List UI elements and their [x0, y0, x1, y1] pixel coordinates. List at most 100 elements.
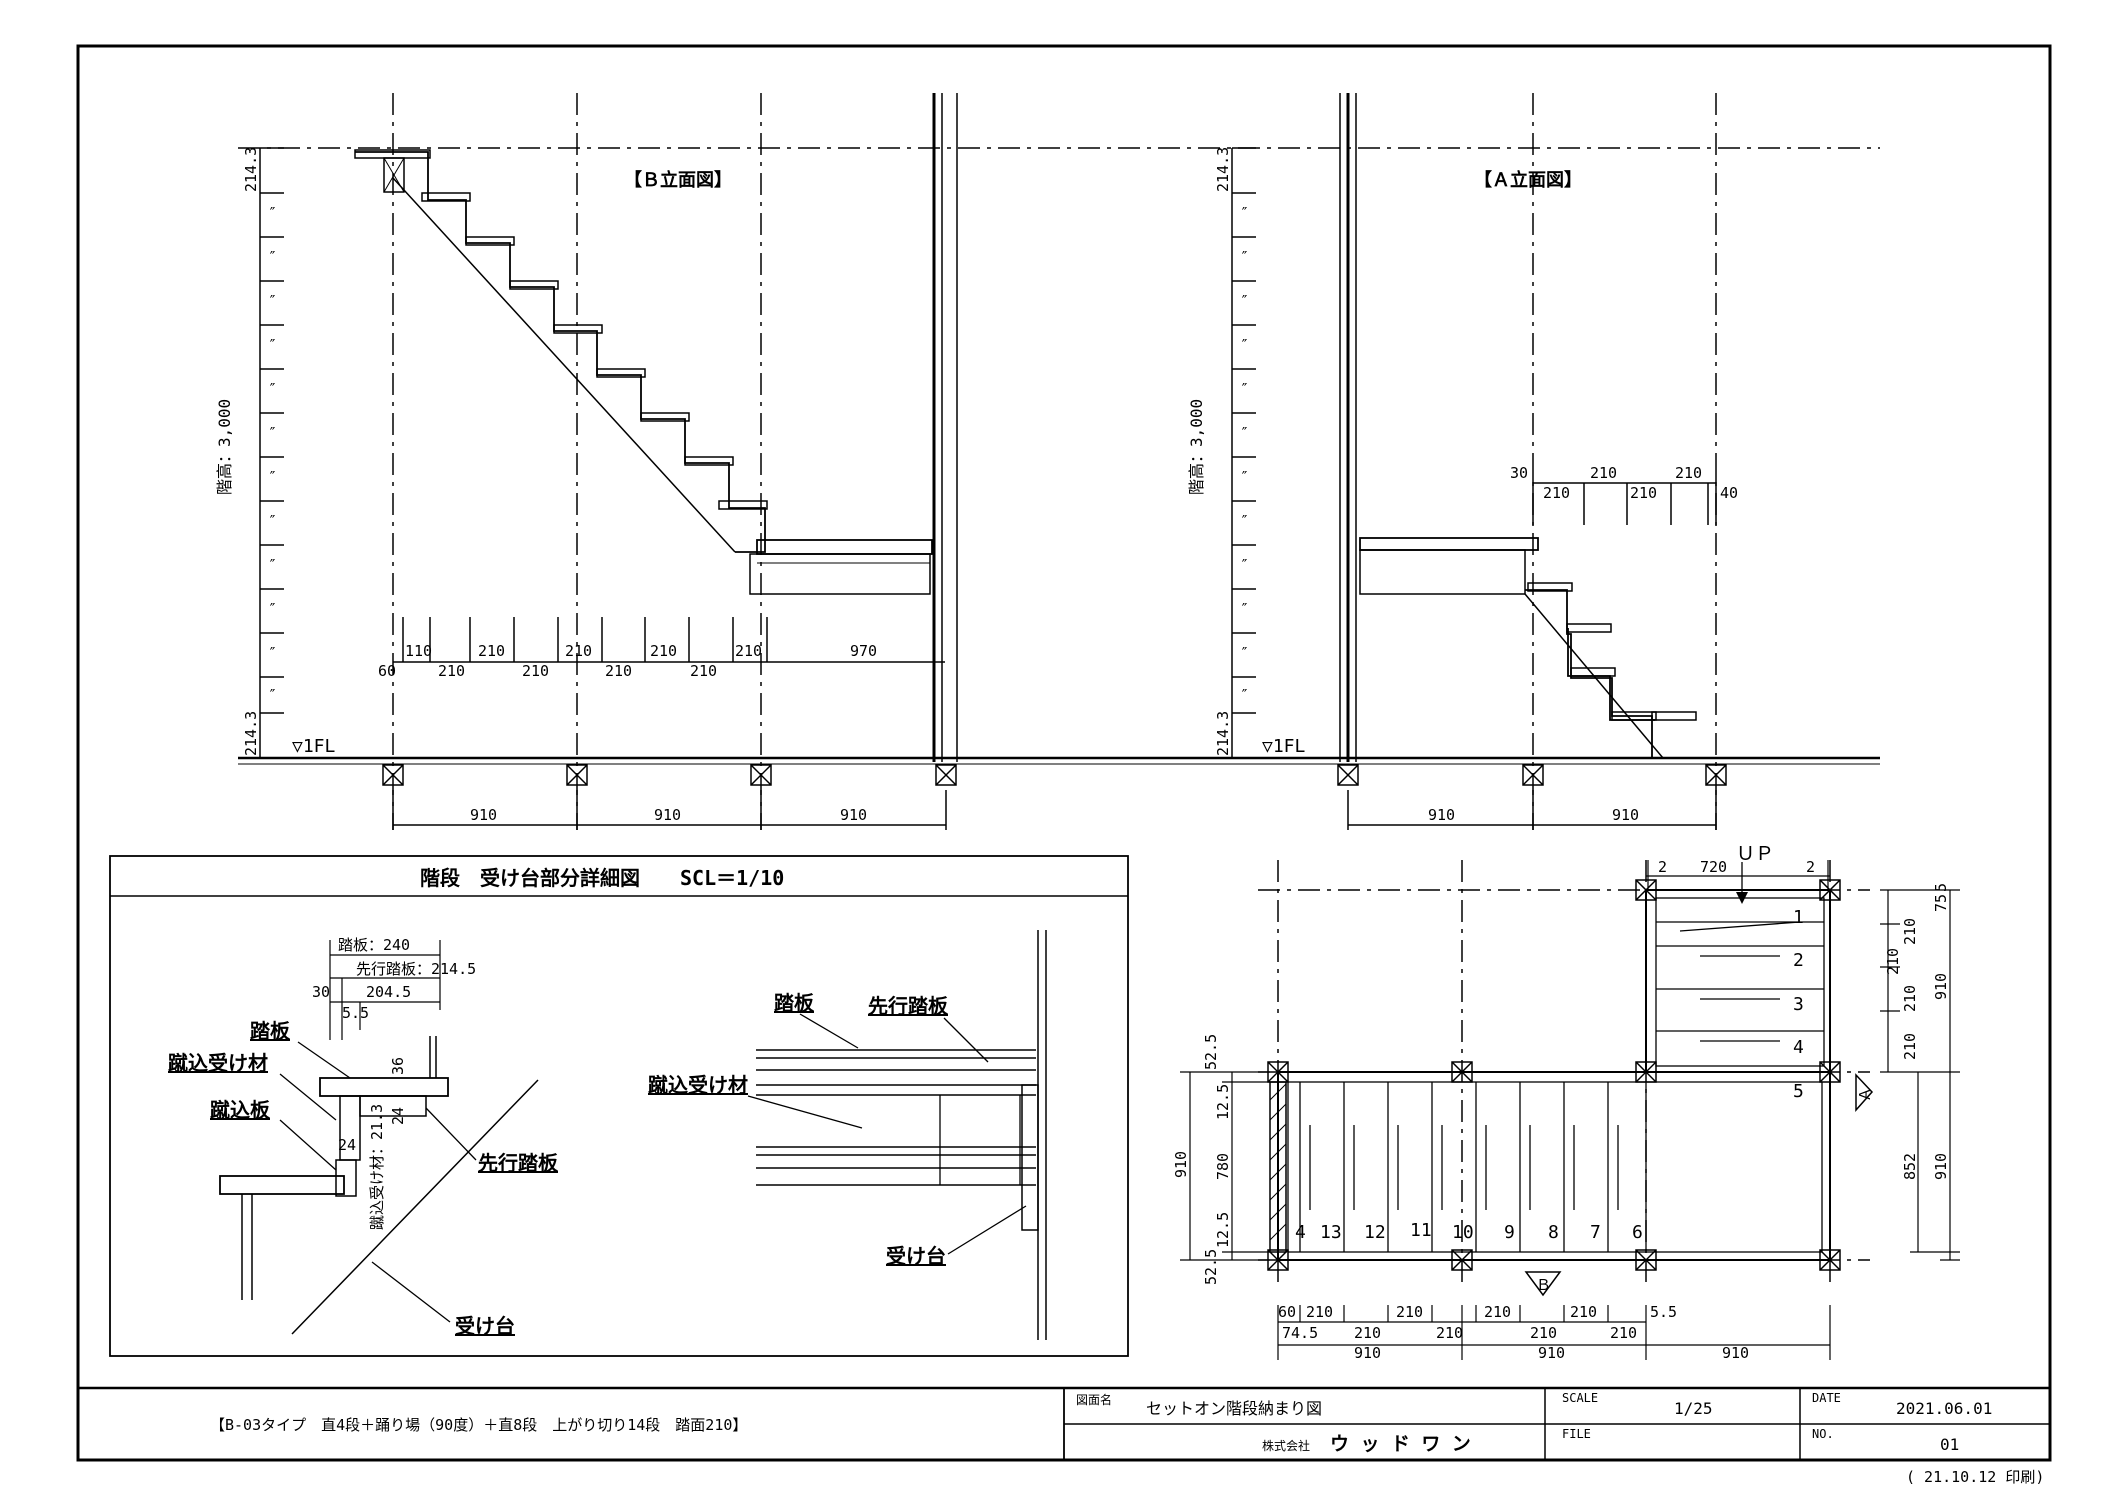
svg-text:210: 210: [522, 662, 549, 680]
stair-steps: [1525, 589, 1676, 759]
svg-text:″: ″: [1240, 600, 1249, 618]
svg-text:210: 210: [690, 662, 717, 680]
dim-24a: 24: [389, 1107, 407, 1125]
up-label: ＵＰ: [1736, 843, 1774, 865]
svg-text:″: ″: [1240, 512, 1249, 530]
height-label: 階高：3,000: [215, 399, 234, 495]
height-ticks: [260, 147, 284, 759]
label-riser: 蹴込板: [210, 1098, 271, 1122]
label-lead-tread: 先行踏板: [478, 1151, 559, 1175]
svg-text:970: 970: [850, 642, 877, 660]
height-dim-bottom: 214.3: [1214, 711, 1232, 756]
svg-text:910: 910: [1932, 973, 1950, 1000]
section-marker-a: [1855, 1073, 1874, 1112]
svg-text:″: ″: [268, 336, 277, 354]
svg-text:210: 210: [1396, 1303, 1423, 1321]
svg-text:″: ″: [268, 512, 277, 530]
svg-text:210: 210: [1884, 948, 1902, 975]
svg-text:910: 910: [1428, 806, 1455, 824]
svg-text:12: 12: [1364, 1222, 1386, 1243]
svg-text:910: 910: [1354, 1344, 1381, 1362]
svg-text:910: 910: [470, 806, 497, 824]
landing-beam: [1359, 549, 1526, 595]
svg-text:210: 210: [735, 642, 762, 660]
height-dim-bottom: 214.3: [242, 711, 260, 756]
svg-text:11: 11: [1410, 1220, 1432, 1241]
svg-text:210: 210: [565, 642, 592, 660]
svg-text:″: ″: [268, 600, 277, 618]
b-elevation-title: 【Ｂ立面図】: [624, 169, 732, 191]
tread-board: [319, 1077, 449, 1097]
label-support-2: 受け台: [886, 1244, 946, 1268]
svg-text:210: 210: [650, 642, 677, 660]
stringer: [392, 177, 736, 553]
stair-steps: [355, 151, 766, 553]
landing-top-dims: 30 210 210 210 210 40: [1510, 464, 1738, 502]
a-elevation-title: 【Ａ立面図】: [1474, 169, 1582, 191]
svg-text:210: 210: [1306, 1303, 1333, 1321]
label-riser-support-2: 蹴込受け材: [648, 1073, 748, 1097]
label-tread: 踏板: [250, 1019, 291, 1043]
svg-text:110: 110: [405, 642, 432, 660]
svg-text:60: 60: [1278, 1303, 1296, 1321]
svg-text:″: ″: [1240, 686, 1249, 704]
svg-text:″: ″: [268, 292, 277, 310]
svg-text:40: 40: [1720, 484, 1738, 502]
dim-30: 30: [312, 983, 330, 1001]
svg-text:910: 910: [1932, 1153, 1950, 1180]
label-support: 受け台: [455, 1314, 515, 1338]
no-value: 01: [1940, 1435, 1959, 1454]
svg-text:″: ″: [268, 644, 277, 662]
floor-label: ▽1FL: [292, 736, 336, 757]
svg-text:210: 210: [1901, 918, 1919, 945]
ditto-marks: ″ ″ ″ ″ ″ ″ ″ ″ ″ ″ ″ ″: [268, 204, 277, 704]
svg-text:″: ″: [1240, 248, 1249, 266]
company-label: 株式会社: [1262, 1438, 1310, 1453]
svg-text:″: ″: [1240, 336, 1249, 354]
grid-dims: 910 910 910: [470, 806, 867, 824]
svg-text:5.5: 5.5: [1650, 1303, 1677, 1321]
label-lead-tread-2: 先行踏板: [868, 994, 949, 1018]
svg-text:″: ″: [268, 424, 277, 442]
svg-text:Ａ: Ａ: [1856, 1087, 1874, 1102]
svg-text:910: 910: [1538, 1344, 1565, 1362]
svg-text:13: 13: [1320, 1222, 1342, 1243]
a-elevation: 214.3 214.3 階高：3,000 ″ ″ ″ ″ ″ ″ ″ ″ ″ ″…: [1187, 93, 1738, 830]
svg-text:74.5: 74.5: [1282, 1324, 1318, 1342]
svg-text:″: ″: [1240, 424, 1249, 442]
grid-dims: 910 910: [1428, 806, 1639, 824]
svg-text:″: ″: [1240, 292, 1249, 310]
svg-text:910: 910: [1722, 1344, 1749, 1362]
svg-text:″: ″: [268, 204, 277, 222]
svg-text:910: 910: [654, 806, 681, 824]
riser-support-dim: 蹴込受け材：21.3: [368, 1104, 386, 1230]
landing-beam: [749, 553, 931, 595]
dim-24b: 24: [338, 1136, 356, 1154]
svg-text:210: 210: [1630, 484, 1657, 502]
date-value: 2021.06.01: [1896, 1399, 1992, 1418]
detail-title: 階段 受け台部分詳細図 SCL＝1/10: [420, 866, 784, 890]
step-numbers: 1 2 3 4 5 4 13 12 11 10 9 8 7 6: [1295, 907, 1804, 1243]
svg-text:2: 2: [1793, 950, 1804, 971]
svg-text:210: 210: [1610, 1324, 1637, 1342]
svg-text:12.5: 12.5: [1214, 1084, 1232, 1120]
left-offset-dim: 60: [378, 662, 396, 680]
svg-text:210: 210: [1484, 1303, 1511, 1321]
svg-text:210: 210: [605, 662, 632, 680]
drawing-name: セットオン階段納まり図: [1146, 1399, 1322, 1418]
svg-text:″: ″: [268, 556, 277, 574]
height-dim-top: 214.3: [1214, 147, 1232, 192]
svg-text:75: 75: [1932, 894, 1950, 912]
svg-text:5: 5: [1793, 1081, 1804, 1102]
landing: [1359, 537, 1539, 551]
svg-text:10: 10: [1452, 1222, 1474, 1243]
dim-36: 36: [389, 1057, 407, 1075]
svg-text:4: 4: [1295, 1222, 1306, 1243]
stringer: [1524, 593, 1664, 759]
drawing-name-label: 図面名: [1076, 1392, 1112, 1407]
dim-5-5: 5.5: [342, 1004, 369, 1022]
svg-text:52.5: 52.5: [1202, 1034, 1220, 1070]
label-tread-2: 踏板: [774, 991, 815, 1015]
svg-text:4: 4: [1793, 1037, 1804, 1058]
